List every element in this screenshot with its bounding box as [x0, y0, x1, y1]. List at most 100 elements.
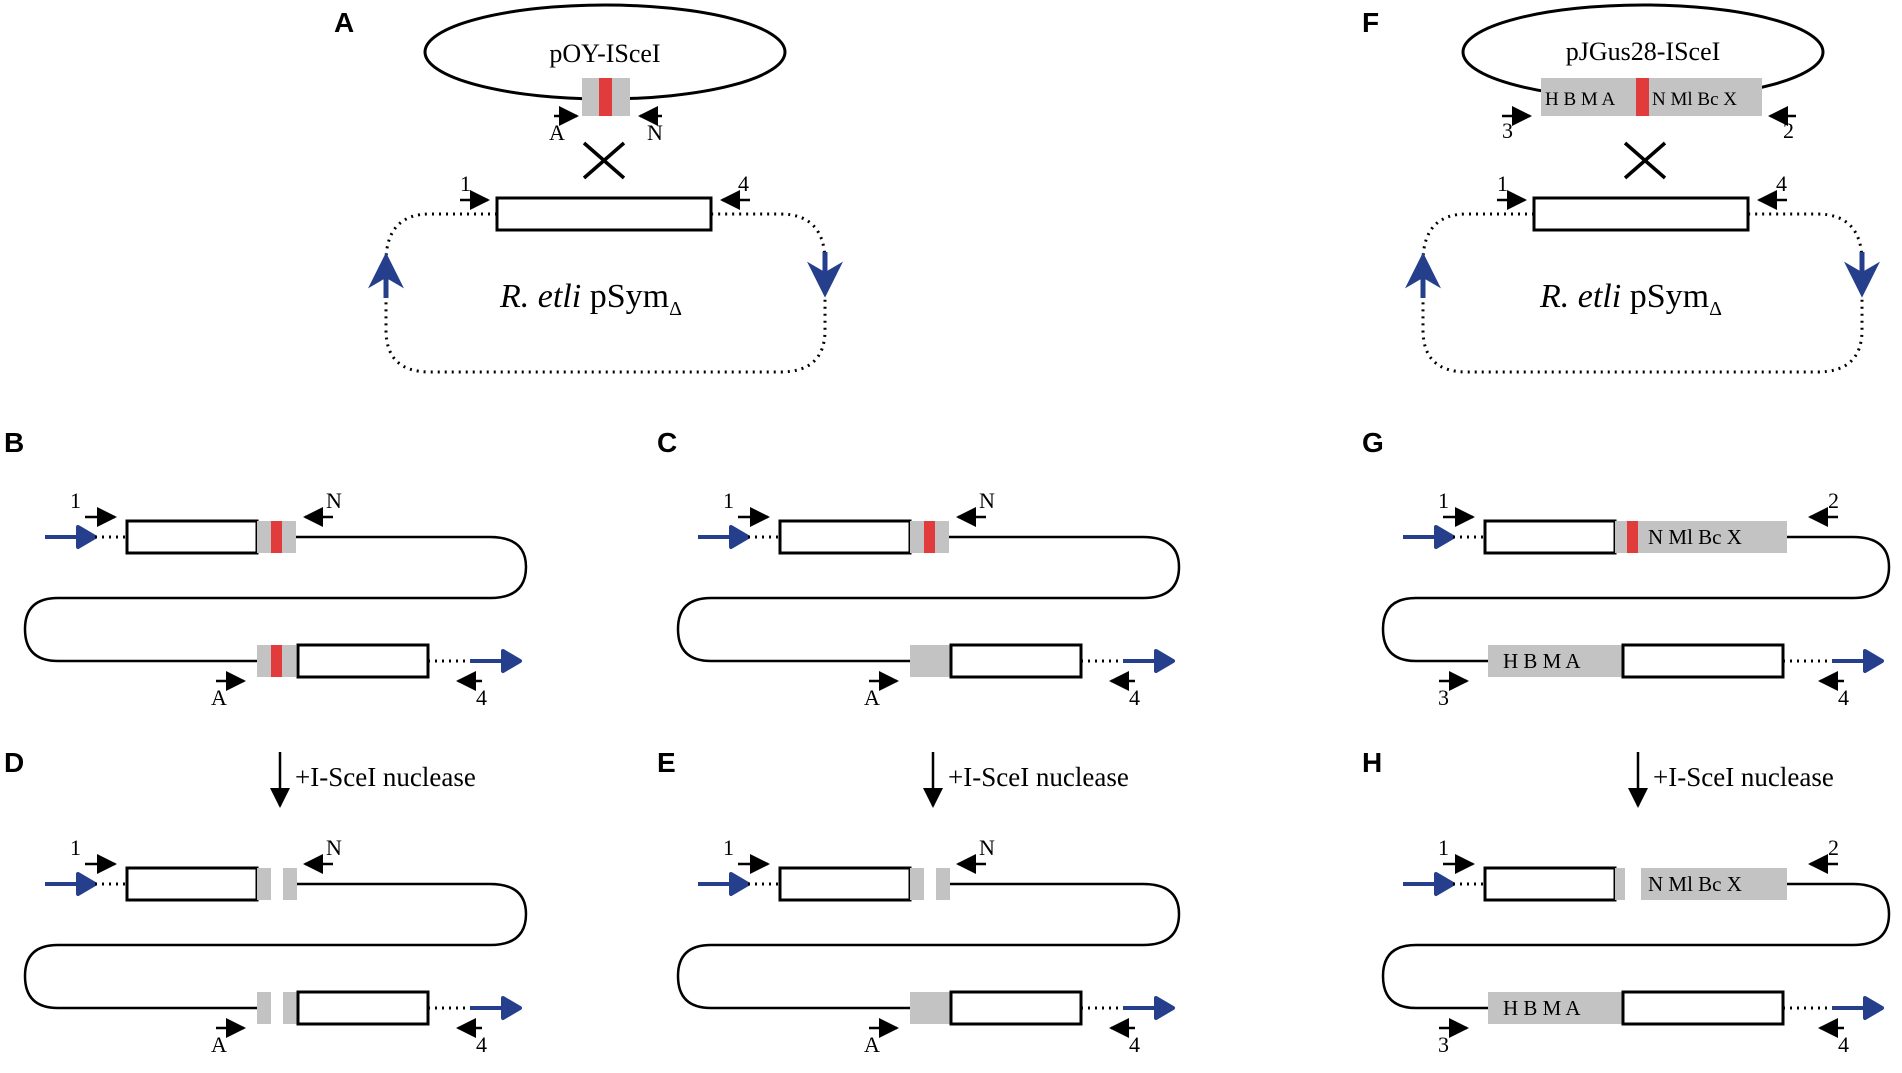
primer-4-label: 4 [476, 685, 487, 710]
primer-a-label: A [211, 1032, 227, 1057]
nuclease-label: +I-SceI nuclease [948, 762, 1129, 792]
blue-arrow-icon [45, 525, 97, 549]
strand-line [23, 882, 528, 1010]
sites-left-label: H B M A [1503, 996, 1581, 1020]
panel-g: 1 N Ml Bc X 2 H B M A 3 4 [1381, 488, 1891, 710]
blue-arrow-icon [45, 872, 97, 896]
cut-end [283, 868, 297, 900]
mcs-right-cassette [1641, 868, 1787, 900]
blue-arrow-icon [1123, 649, 1175, 673]
panel-h: +I-SceI nuclease 1 N Ml Bc X 2 H B M A 3… [1381, 752, 1891, 1057]
gene-box [1483, 866, 1617, 902]
scar-cassette [910, 992, 951, 1024]
gene-box [1483, 519, 1617, 555]
psym-backbone [384, 212, 827, 374]
panel-label-a: A [334, 7, 354, 38]
primer-2-label: 2 [1828, 835, 1839, 860]
scar-cassette [910, 645, 951, 677]
primer-3-label: 3 [1438, 1032, 1449, 1057]
cut-end [936, 868, 950, 900]
cross-icon [1623, 141, 1667, 180]
primer-4-label: 4 [1838, 685, 1849, 710]
nuclease-label: +I-SceI nuclease [1653, 762, 1834, 792]
strand-line [1381, 535, 1891, 663]
blue-arrow-down [807, 252, 843, 298]
primer-4-label: 4 [738, 171, 749, 196]
blue-arrow-icon [1832, 649, 1884, 673]
primer-n-label: N [979, 488, 995, 513]
isce-site [1627, 521, 1638, 553]
cut-end [257, 992, 271, 1024]
primer-1-label: 1 [723, 835, 734, 860]
panel-f: pJGus28-ISceI H B M A N Ml Bc X 3 2 1 4 … [1405, 3, 1880, 374]
panel-a: pOY-ISceI A N 1 4 R. etli pSymΔ [368, 3, 843, 374]
blue-arrow-icon [698, 872, 750, 896]
strand-line [676, 535, 1181, 663]
blue-arrow-down [1844, 252, 1880, 298]
primer-a-label: A [549, 120, 565, 145]
blue-arrow-icon [1832, 996, 1884, 1020]
sites-left-label: H B M A [1503, 649, 1581, 673]
panel-b: 1 N A 4 [23, 488, 528, 710]
primer-2-label: 2 [1783, 118, 1794, 143]
panel-d: +I-SceI nuclease 1 N A 4 [23, 752, 528, 1057]
blue-arrow-icon [1403, 525, 1455, 549]
isce-site [271, 645, 282, 677]
primer-n-label: N [326, 835, 342, 860]
blue-arrow-icon [470, 996, 522, 1020]
primer-1-label: 1 [1497, 171, 1508, 196]
primer-1-label: 1 [70, 835, 81, 860]
panel-label-b: B [4, 427, 24, 458]
blue-arrow-icon [1403, 872, 1455, 896]
sites-right-label: N Ml Bc X [1648, 525, 1742, 549]
gene-box [296, 643, 430, 679]
panel-label-e: E [657, 747, 676, 778]
blue-arrow-icon [470, 649, 522, 673]
primer-1-label: 1 [1438, 835, 1449, 860]
panel-label-f: F [1362, 7, 1379, 38]
panel-label-g: G [1362, 427, 1384, 458]
blue-arrow-icon [1123, 996, 1175, 1020]
primer-4-label: 4 [1129, 1032, 1140, 1057]
cross-icon [582, 141, 626, 180]
primer-n-label: N [647, 120, 663, 145]
gene-box [1621, 990, 1785, 1026]
primer-4-label: 4 [1776, 171, 1787, 196]
isce-site [1636, 78, 1649, 116]
isce-site [599, 78, 612, 116]
primer-3-label: 3 [1438, 685, 1449, 710]
plasmid-label: pOY-ISceI [549, 39, 660, 68]
panel-label-d: D [4, 747, 24, 778]
strand-line [23, 535, 528, 663]
mcs-cassette [1541, 78, 1762, 116]
nuclease-label: +I-SceI nuclease [295, 762, 476, 792]
gene-box [125, 519, 259, 555]
panel-c: 1 N A 4 [676, 488, 1181, 710]
blue-arrow-up [1405, 252, 1441, 298]
gene-box [296, 990, 430, 1026]
mcs-right-cassette [1615, 521, 1787, 553]
primer-n-label: N [979, 835, 995, 860]
primer-4-label: 4 [1129, 685, 1140, 710]
isce-site [271, 521, 282, 553]
gene-box [125, 866, 259, 902]
plasmid-label: pJGus28-ISceI [1566, 37, 1721, 66]
primer-3-label: 3 [1502, 118, 1513, 143]
sites-right-label: N Ml Bc X [1648, 872, 1742, 896]
primer-1-label: 1 [70, 488, 81, 513]
sites-left-label: H B M A [1545, 89, 1615, 110]
gene-box [1621, 643, 1785, 679]
target-gene [1532, 196, 1750, 232]
primer-4-label: 4 [1838, 1032, 1849, 1057]
strand-line [676, 882, 1181, 1010]
gene-box [949, 990, 1083, 1026]
primer-1-label: 1 [460, 171, 471, 196]
psym-label: R. etli pSymΔ [499, 278, 682, 320]
panel-label-c: C [657, 427, 677, 458]
gene-box [778, 519, 912, 555]
primer-n-label: N [326, 488, 342, 513]
primer-a-label: A [211, 685, 227, 710]
primer-a-label: A [864, 1032, 880, 1057]
primer-4-label: 4 [476, 1032, 487, 1057]
